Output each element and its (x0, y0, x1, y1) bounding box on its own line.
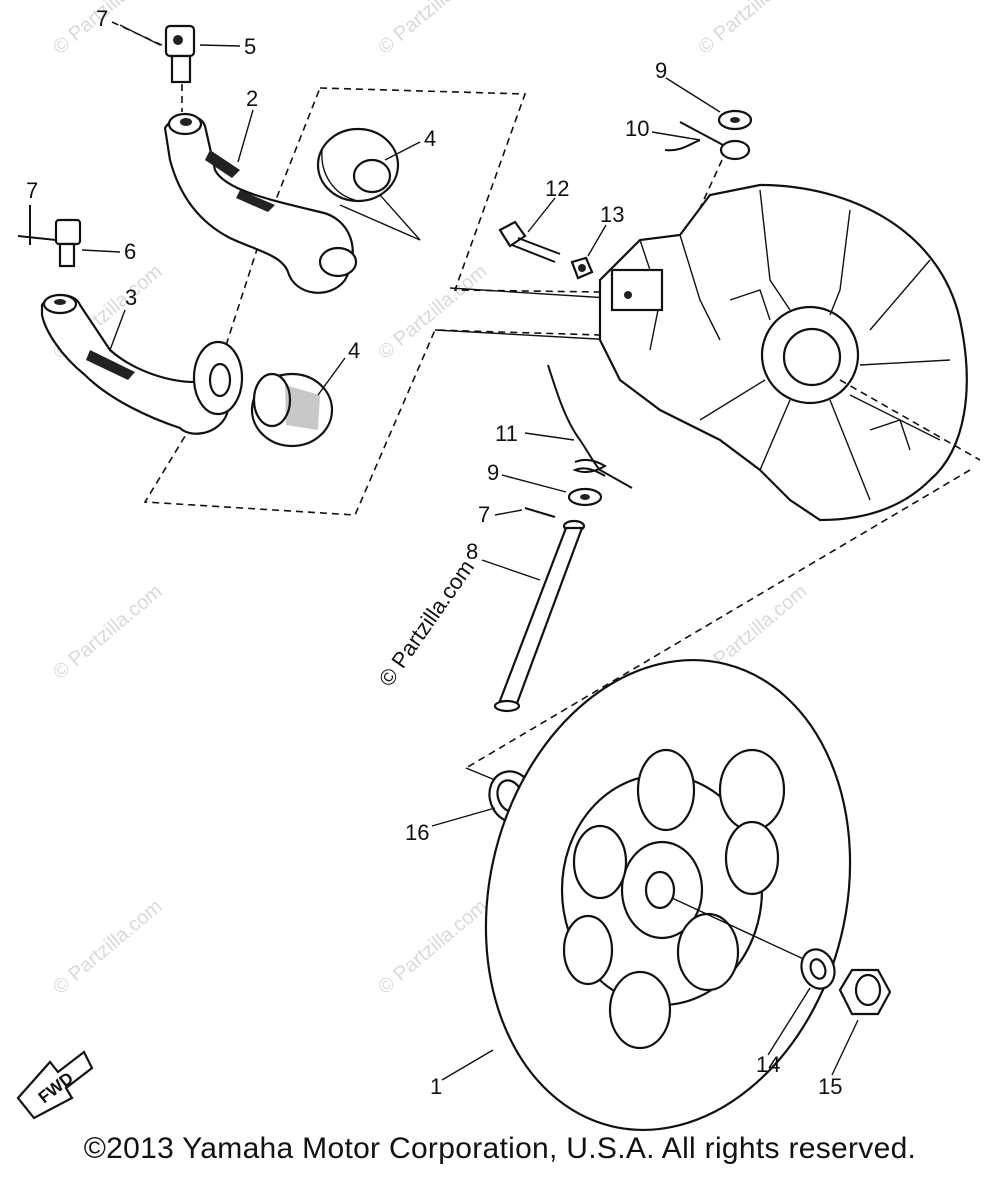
callout-2: 2 (246, 86, 258, 111)
callout-1: 1 (430, 1074, 442, 1099)
watermark: © Partzilla.com (374, 895, 491, 998)
fwd-arrow-icon: FWD (16, 1050, 94, 1120)
watermark: © Partzilla.com (374, 0, 491, 59)
callout-8: 8 (466, 539, 478, 564)
callout-7: 7 (96, 6, 108, 31)
leader-housing-to-disc (465, 469, 971, 769)
roller-part-4 (250, 372, 334, 448)
leader-disc-to-nut (671, 897, 811, 963)
callout-13: 13 (600, 202, 624, 227)
callout-9: 9 (487, 460, 499, 485)
copyright-notice: ©2013 Yamaha Motor Corporation, U.S.A. A… (83, 1132, 917, 1165)
disc-part-1 (484, 658, 852, 1132)
washer-part-9 (717, 109, 753, 131)
bolt-part-5 (111, 21, 196, 112)
callout-7: 7 (26, 178, 38, 203)
callout-16: 16 (405, 820, 429, 845)
leader-to-washer-16 (465, 767, 496, 781)
watermark: © Partzilla.com (49, 895, 166, 998)
washer-part-9 (567, 487, 603, 507)
nut-part-15 (838, 968, 892, 1016)
arm-part-3 (40, 293, 244, 435)
callout-15: 15 (818, 1074, 842, 1099)
roller-part-4 (316, 127, 421, 241)
callout-6: 6 (124, 239, 136, 264)
center-watermark: © Partzilla.com (374, 555, 480, 691)
leader-group-to-housing (434, 329, 616, 341)
watermark: © Partzilla.com (49, 580, 166, 683)
watermark: © Partzilla.com (694, 0, 811, 59)
callout-11: 11 (495, 421, 518, 446)
shaft-part-8 (493, 519, 586, 713)
callout-9: 9 (655, 58, 667, 83)
housing-assembly (598, 183, 981, 522)
arm-part-2 (163, 112, 358, 294)
callout-leaders (81, 24, 859, 1081)
callout-4: 4 (424, 126, 436, 151)
nut-part-13 (570, 256, 594, 280)
washer-part-14 (800, 948, 836, 990)
callout-4: 4 (348, 338, 360, 363)
pin-part-7 (524, 507, 556, 518)
callout-10: 10 (625, 116, 649, 141)
bolt-part-6 (17, 205, 82, 268)
callout-14: 14 (756, 1052, 780, 1077)
callout-7: 7 (478, 502, 490, 527)
callout-12: 12 (545, 176, 569, 201)
spring-part-11 (547, 364, 633, 489)
callout-3: 3 (125, 285, 137, 310)
callout-labels: 7 5 2 4 7 6 3 4 9 10 12 13 11 9 7 8 16 1… (26, 6, 842, 1099)
callout-5: 5 (244, 34, 256, 59)
watermark: © Partzilla.com (374, 260, 491, 363)
bolt-part-12 (498, 220, 561, 263)
